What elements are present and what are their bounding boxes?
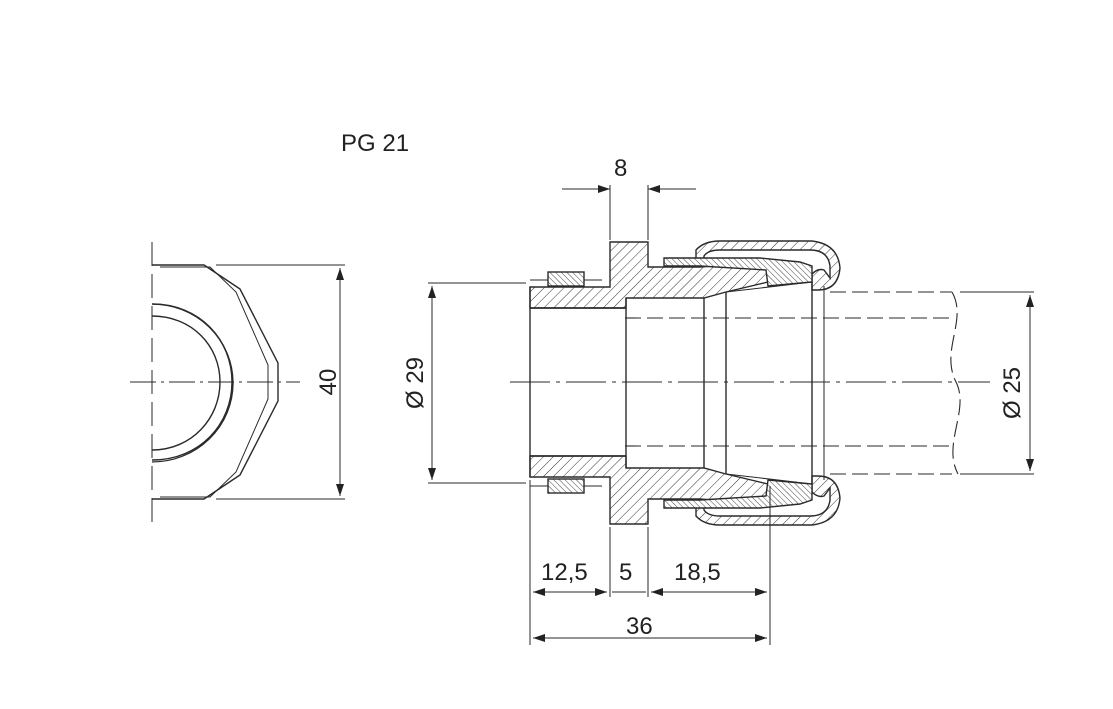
dimension-lines [428, 185, 1034, 645]
hex-nut-outline [152, 264, 279, 500]
dim-label-36: 36 [626, 613, 653, 640]
dim-label-5: 5 [619, 559, 633, 586]
seal-insert-lower [663, 479, 813, 509]
dim-label-12-5: 12,5 [541, 559, 588, 586]
cap-nut-lower [695, 475, 841, 526]
dim-label-40: 40 [315, 368, 342, 396]
dim-label-18-5: 18,5 [674, 559, 721, 586]
dim-label-25: Ø 25 [999, 366, 1026, 420]
dim-label-29: Ø 29 [402, 356, 429, 410]
bore-circle-outer [151, 303, 233, 461]
end-view [130, 242, 345, 522]
dim-label-8: 8 [614, 155, 628, 182]
seal-insert-upper [663, 257, 813, 287]
hex-inner-edge [160, 266, 269, 498]
washer-bottom [547, 478, 585, 494]
washer-top [547, 271, 585, 287]
cable-outline [625, 291, 961, 475]
bore-circle-inner [151, 315, 221, 451]
cap-nut-upper [695, 240, 841, 291]
section-view [510, 240, 990, 526]
drawing-title: PG 21 [341, 130, 410, 157]
